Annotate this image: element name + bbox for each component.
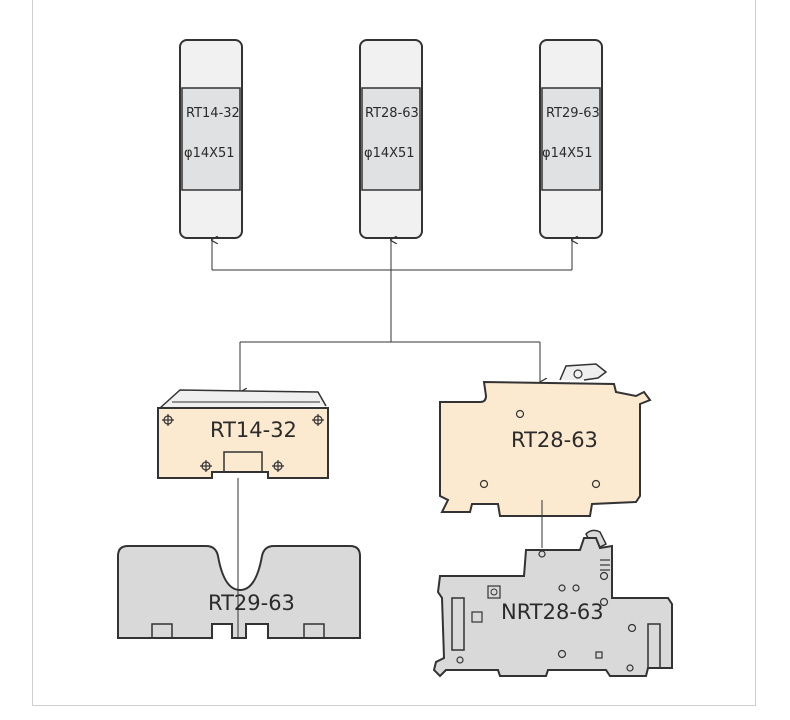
holder-label: NRT28-63 [501,600,604,624]
holder-rt29-63: RT29-63 [117,545,361,639]
holder-label: RT29-63 [208,591,295,615]
fuse-model-label: RT14-32 [186,106,240,121]
fuse-rt14-32: RT14-32 φ14X51 [179,39,243,239]
fuse-model-label: RT28-63 [365,106,419,121]
fuse-size-label: φ14X51 [364,146,415,161]
fuse-rt28-63: RT28-63 φ14X51 [359,39,423,239]
holder-rt14-32: RT14-32 [157,389,329,479]
holder-label: RT14-32 [210,418,297,442]
fuse-size-label: φ14X51 [542,146,593,161]
holder-rt28-63: RT28-63 [439,363,652,517]
fuse-model-label: RT29-63 [546,106,600,121]
holder-nrt28-63: NRT28-63 [432,529,673,678]
fuse-size-label: φ14X51 [184,146,235,161]
fuse-rt29-63: RT29-63 φ14X51 [539,39,603,239]
connector-lines [212,240,572,582]
holder-label: RT28-63 [511,428,598,452]
diagram-frame [32,0,756,706]
